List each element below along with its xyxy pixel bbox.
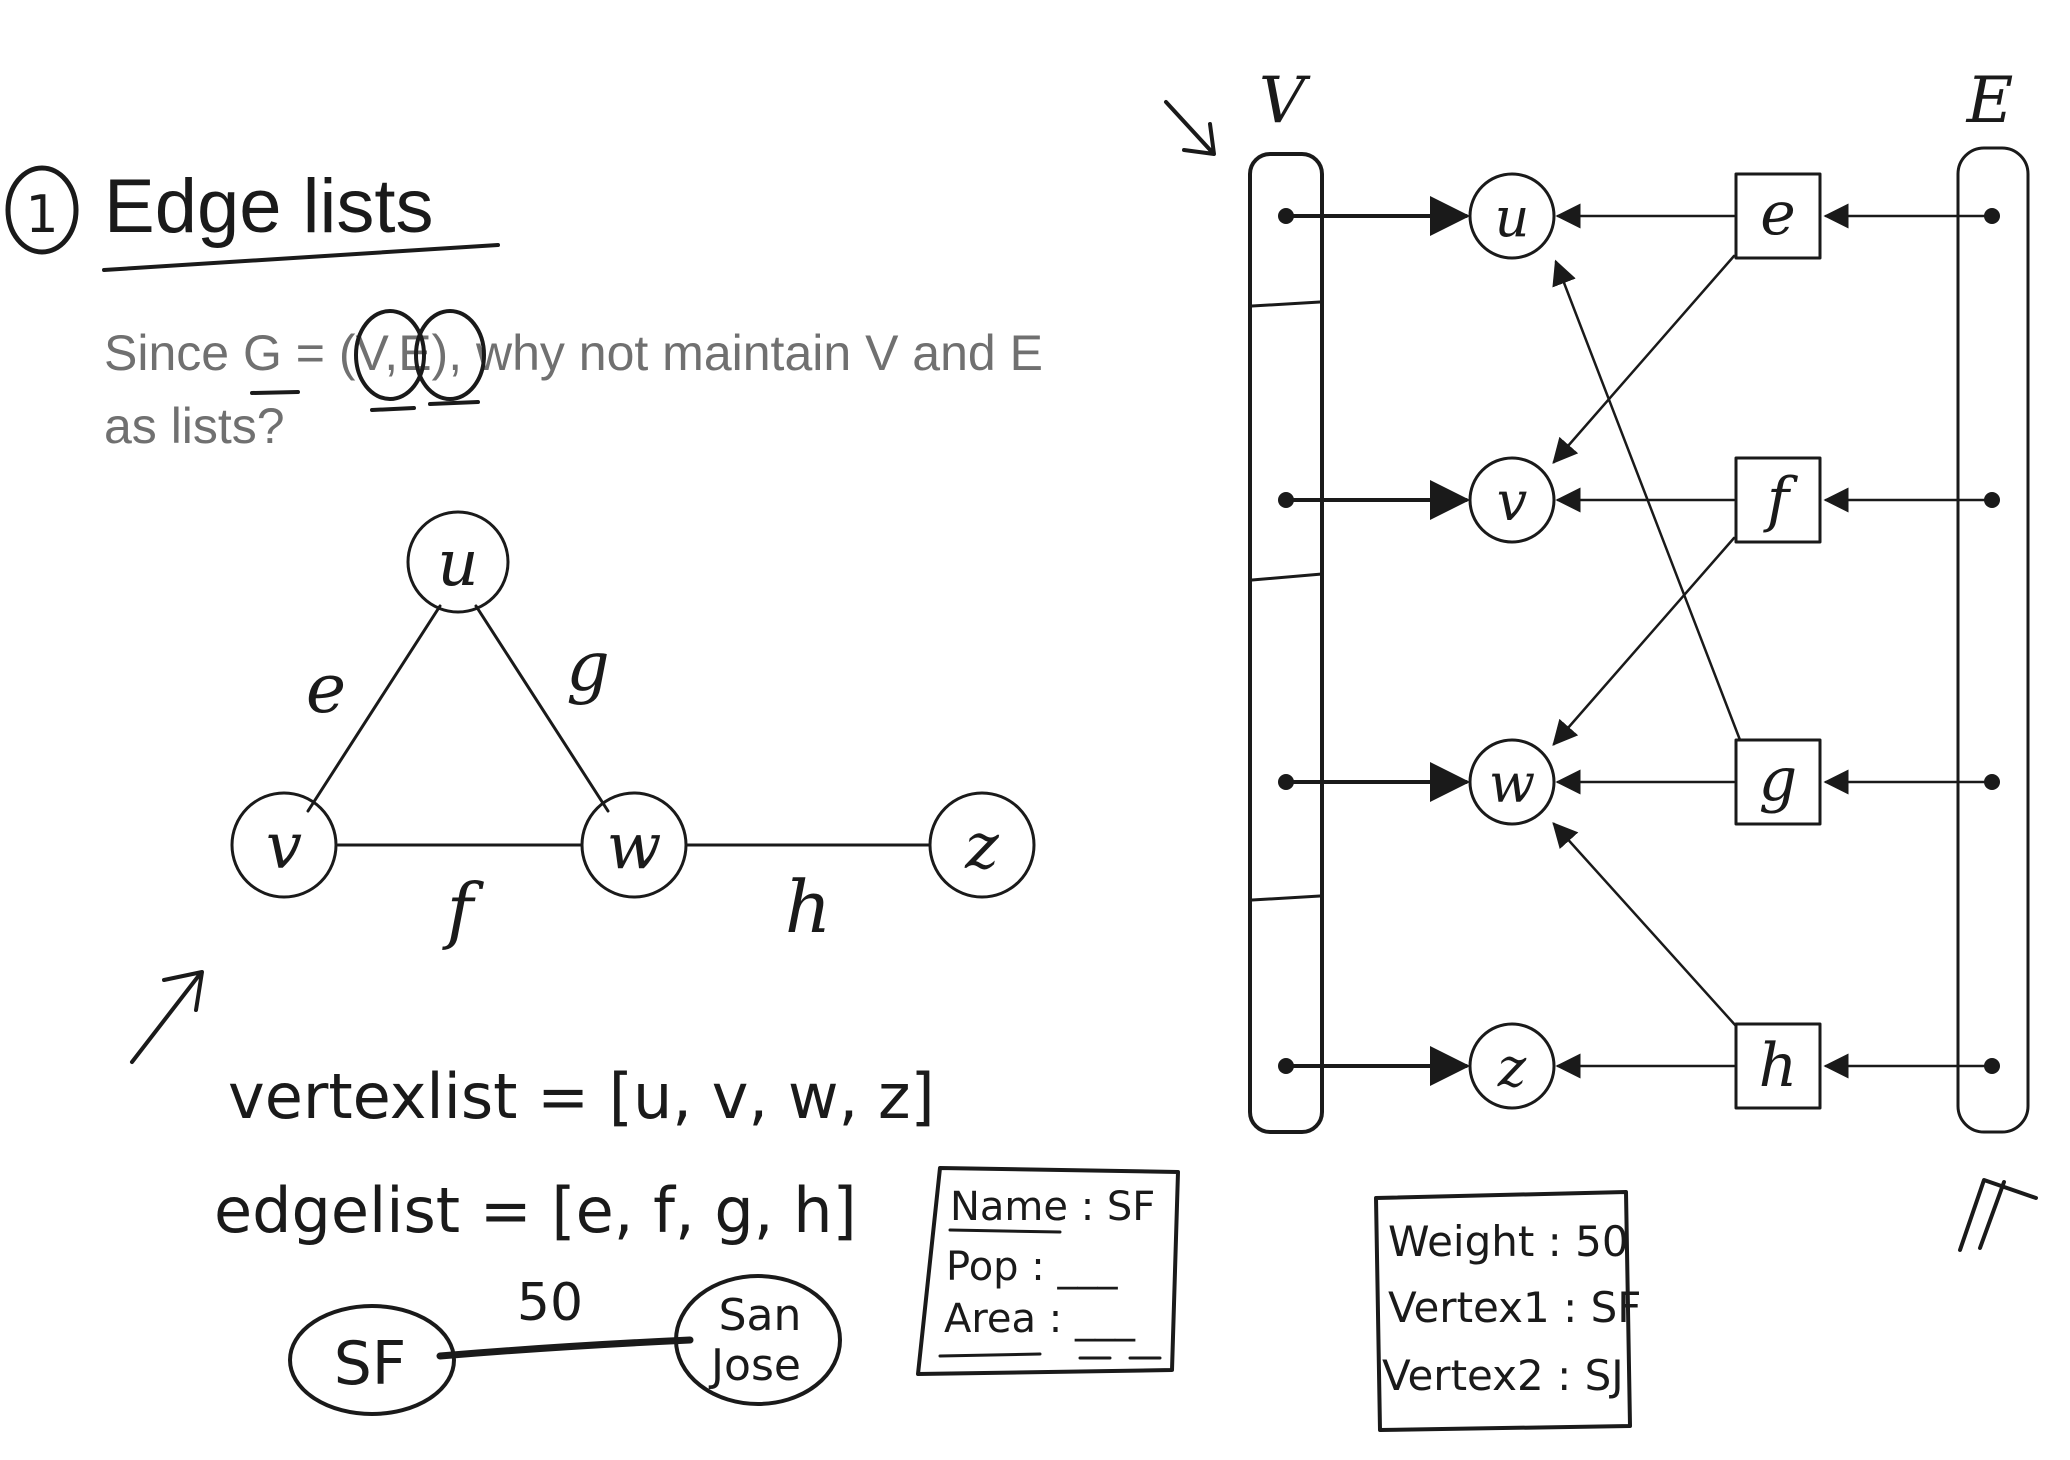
edge-record-box: Weight : 50 Vertex1 : SF Vertex2 : SJ <box>1374 1190 1641 1432</box>
slide-number: 1 <box>25 185 58 245</box>
pointer-arrow-v <box>1164 100 1216 156</box>
structure-edge-e <box>1734 172 1822 260</box>
graph-vertex-z <box>928 791 1036 899</box>
structure-edges: e f g h <box>1734 172 1822 1110</box>
structure-vertex-z-label: z <box>1497 1036 1527 1099</box>
v-pointers <box>1278 196 1470 1086</box>
graph-vertex-z-label: z <box>964 810 1000 884</box>
handwritten-lists: vertexlist = [u, v, w, z] edgelist = [e,… <box>214 1060 935 1247</box>
structure-vertex-w <box>1468 738 1556 826</box>
graph-vertex-v <box>230 791 338 899</box>
e-pointers <box>1823 203 2000 1079</box>
structure-vertex-z <box>1468 1022 1556 1110</box>
structure-edge-h-label: h <box>1759 1031 1798 1101</box>
city-node-sf <box>288 1304 456 1416</box>
city-node-sj <box>674 1274 842 1406</box>
structure-vertex-u-label: u <box>1495 186 1530 249</box>
structure-vertex-w-label: w <box>1489 752 1535 815</box>
graph-vertex-u-label: u <box>437 527 478 601</box>
structure-edge-f-label: f <box>1763 465 1799 535</box>
structure-vertices: u v w z <box>1468 172 1556 1110</box>
subtitle-line-2: as lists? <box>104 398 285 454</box>
structure-edge-f <box>1734 456 1822 544</box>
graph-edge-e <box>306 604 442 813</box>
slide-number-circle <box>5 165 79 255</box>
vertex-record-name: Name : SF <box>950 1184 1155 1230</box>
graph-edge-h-label: h <box>785 865 831 949</box>
city-edge <box>436 1336 694 1360</box>
vertex-record-area: Area : ___ <box>944 1296 1136 1342</box>
edge-record-vertex2: Vertex2 : SJ <box>1382 1351 1624 1400</box>
edgelist-text: edgelist = [e, f, g, h] <box>214 1174 857 1247</box>
vertexlist-text: vertexlist = [u, v, w, z] <box>228 1060 935 1133</box>
e-circle-annotation <box>414 309 486 401</box>
g-underline <box>250 390 300 395</box>
structure-e-label: E <box>1966 64 2014 138</box>
vertex-record-pop: Pop : ___ <box>946 1244 1118 1290</box>
structure-vertex-u <box>1468 172 1556 260</box>
v-circle-annotation <box>354 309 426 401</box>
structure-edge-g-label: g <box>1759 745 1797 815</box>
pointer-arrow-e <box>1958 1178 2038 1252</box>
subtitle-block: Since G = (V,E), why not maintain V and … <box>104 309 1043 454</box>
graph-edge-e-label: e <box>306 650 346 729</box>
city-node-sj-label-1: San <box>719 1290 802 1341</box>
structure-v-label: V <box>1259 64 1311 138</box>
structure-edge-g <box>1734 738 1822 826</box>
edge-list-container <box>1956 146 2030 1134</box>
city-edge-weight: 50 <box>517 1273 583 1333</box>
graph-edge-f-label: f <box>442 868 485 952</box>
ve-underline <box>370 400 480 412</box>
graph-vertex-w-label: w <box>607 810 662 884</box>
pointer-arrow-left <box>130 970 204 1064</box>
structure-edge-e-label: e <box>1760 179 1796 249</box>
city-node-sf-label: SF <box>334 1329 407 1399</box>
structure-vertex-v-label: v <box>1497 470 1528 533</box>
edge-vertex-links <box>1552 203 1742 1079</box>
structure-edge-h <box>1734 1022 1822 1110</box>
title-underline <box>102 243 500 272</box>
city-node-sj-label-2: Jose <box>708 1340 801 1391</box>
page-title: Edge lists <box>104 164 434 249</box>
graph-vertex-w <box>580 791 688 899</box>
graph-edge-g-label: g <box>566 628 610 707</box>
structure-vertex-v <box>1468 456 1556 544</box>
edge-list-structure: V E <box>1164 64 2038 1252</box>
edge-record-weight: Weight : 50 <box>1388 1217 1629 1266</box>
edge-record-vertex1: Vertex1 : SF <box>1388 1283 1641 1332</box>
title-block: 1 Edge lists <box>5 164 500 272</box>
graph-edge-g <box>474 604 610 813</box>
graph-vertex-u <box>406 510 510 614</box>
city-example: SF San Jose 50 <box>288 1273 842 1416</box>
graph-example: u v w z e g f h <box>230 510 1036 952</box>
vertex-list-container <box>1248 152 1324 1134</box>
graph-vertex-v-label: v <box>266 810 302 884</box>
subtitle-line-1: Since G = (V,E), why not maintain V and … <box>104 325 1043 381</box>
subtitle-g: G <box>243 325 282 381</box>
vertex-record-box: Name : SF Pop : ___ Area : ___ <box>916 1166 1180 1376</box>
